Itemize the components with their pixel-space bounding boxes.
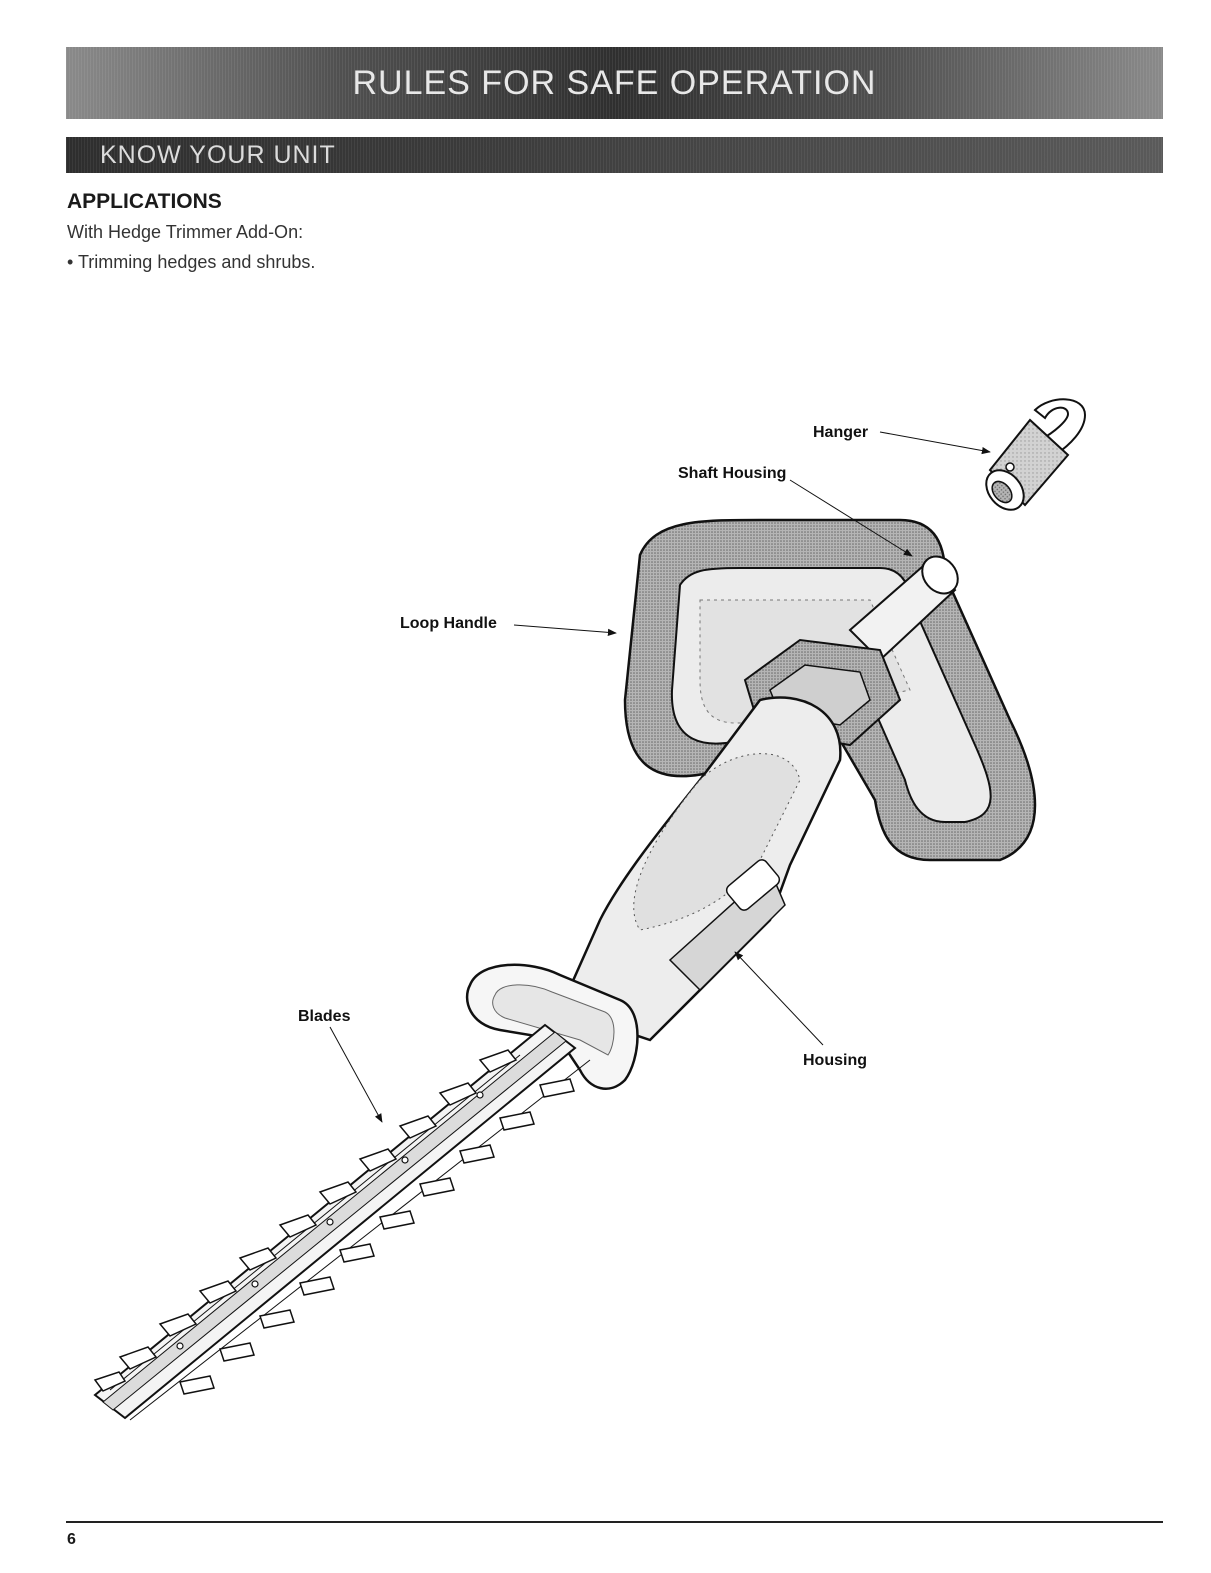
blades-label: Blades xyxy=(298,1008,351,1025)
housing-leader xyxy=(735,952,823,1045)
loop-handle-label: Loop Handle xyxy=(400,615,497,632)
page-number: 6 xyxy=(67,1531,76,1549)
blades-part xyxy=(95,1025,590,1420)
hanger-label: Hanger xyxy=(813,424,868,441)
hanger-part xyxy=(979,399,1085,517)
housing-label: Housing xyxy=(803,1052,867,1069)
footer-rule xyxy=(66,1521,1163,1523)
blades-leader xyxy=(330,1027,382,1122)
hanger-leader xyxy=(880,432,990,452)
loop-handle-leader xyxy=(514,625,616,633)
shaft-housing-label: Shaft Housing xyxy=(678,465,786,482)
